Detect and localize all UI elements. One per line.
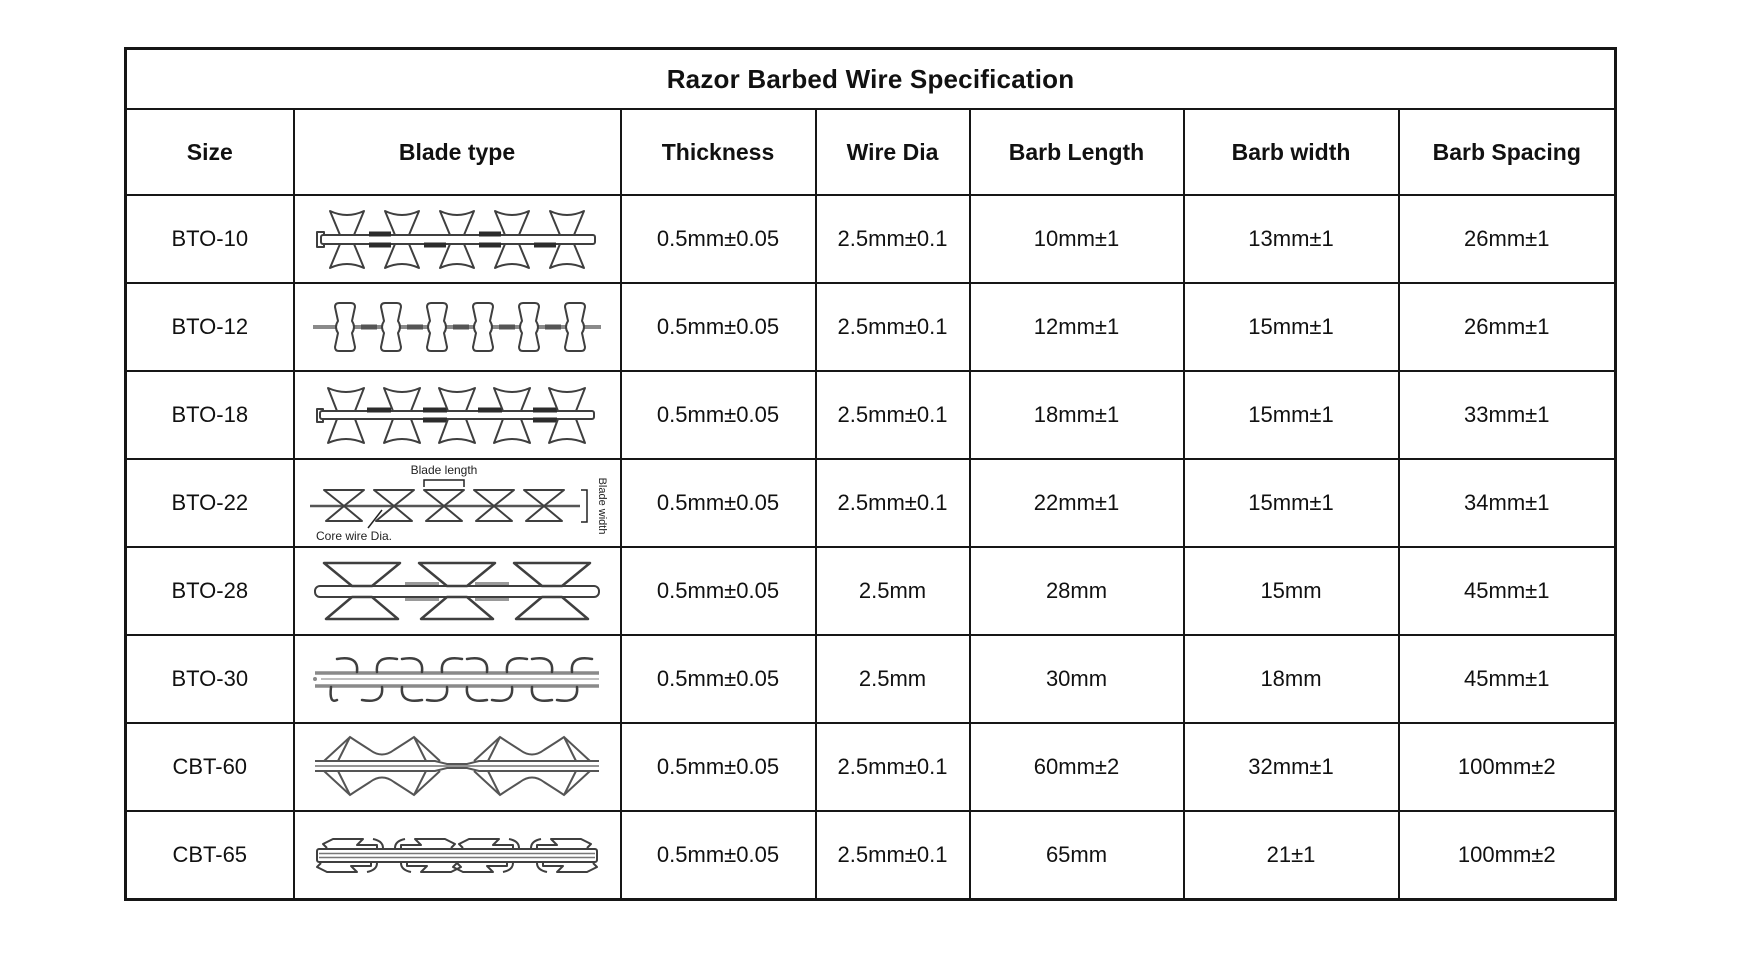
cell-wire-dia: 2.5mm±0.1 [814, 810, 971, 901]
page-title: Razor Barbed Wire Specification [124, 47, 1617, 110]
cell-wire-dia: 2.5mm±0.1 [814, 282, 971, 372]
cell-thickness: 0.5mm±0.05 [619, 546, 817, 636]
bto-10-blade-profile-icon [316, 210, 596, 269]
cell-barb-spacing: 100mm±2 [1397, 722, 1617, 812]
cell-barb-width: 15mm±1 [1182, 370, 1400, 460]
cell-barb-spacing: 34mm±1 [1397, 458, 1617, 548]
cell-blade-type [292, 194, 622, 284]
cell-blade-type [292, 282, 622, 372]
cell-barb-width: 15mm±1 [1182, 282, 1400, 372]
blade-width-label: Blade width [596, 478, 608, 535]
col-header-size: Size [124, 108, 295, 196]
cell-thickness: 0.5mm±0.05 [619, 282, 817, 372]
cell-thickness: 0.5mm±0.05 [619, 810, 817, 901]
cell-size: BTO-30 [124, 634, 295, 724]
cell-thickness: 0.5mm±0.05 [619, 722, 817, 812]
col-header-barb-spacing: Barb Spacing [1397, 108, 1617, 196]
bto-18-blade-profile-icon [316, 387, 595, 444]
cbt-60-blade-profile-icon [315, 735, 599, 797]
table-row: BTO-18 0 [124, 370, 1617, 460]
cell-size: CBT-65 [124, 810, 295, 901]
cell-blade-type [292, 370, 622, 460]
table-row: BTO-28 0.5mm±0.05 2.5mm 28mm 15mm 45mm±1 [124, 546, 1617, 636]
cell-blade-type [292, 722, 622, 812]
bto-22-blade-profile-annotated-icon: Blade length Core wire Dia. Blade width [310, 463, 608, 543]
cell-barb-length: 28mm [968, 546, 1185, 636]
cell-wire-dia: 2.5mm±0.1 [814, 194, 971, 284]
cbt-65-blade-profile-icon [316, 838, 598, 873]
cell-barb-width: 15mm±1 [1182, 458, 1400, 548]
col-header-blade-type: Blade type [292, 108, 622, 196]
cell-size: BTO-12 [124, 282, 295, 372]
cell-barb-spacing: 26mm±1 [1397, 194, 1617, 284]
cell-barb-length: 30mm [968, 634, 1185, 724]
core-wire-dia-label: Core wire Dia. [316, 529, 392, 543]
spec-table: Razor Barbed Wire Specification Size Bla… [124, 47, 1618, 901]
cell-barb-spacing: 26mm±1 [1397, 282, 1617, 372]
table-row: CBT-65 [124, 810, 1617, 901]
cell-barb-width: 13mm±1 [1182, 194, 1400, 284]
cell-size: BTO-10 [124, 194, 295, 284]
cell-size: BTO-28 [124, 546, 295, 636]
bto-12-blade-profile-icon [313, 302, 601, 352]
blade-length-label: Blade length [411, 463, 478, 477]
cell-barb-width: 18mm [1182, 634, 1400, 724]
cell-size: CBT-60 [124, 722, 295, 812]
cell-barb-spacing: 45mm±1 [1397, 634, 1617, 724]
table-row: BTO-10 0 [124, 194, 1617, 284]
cell-barb-length: 10mm±1 [968, 194, 1185, 284]
cell-barb-width: 32mm±1 [1182, 722, 1400, 812]
cell-thickness: 0.5mm±0.05 [619, 458, 817, 548]
cell-wire-dia: 2.5mm [814, 546, 971, 636]
spec-sheet: Razor Barbed Wire Specification Size Bla… [124, 47, 1618, 901]
cell-thickness: 0.5mm±0.05 [619, 634, 817, 724]
table-header-row: Size Blade type Thickness Wire Dia Barb … [124, 108, 1617, 196]
cell-blade-type [292, 546, 622, 636]
cell-barb-length: 18mm±1 [968, 370, 1185, 460]
cell-thickness: 0.5mm±0.05 [619, 370, 817, 460]
cell-barb-length: 22mm±1 [968, 458, 1185, 548]
col-header-barb-length: Barb Length [968, 108, 1185, 196]
table-title-row: Razor Barbed Wire Specification [124, 47, 1617, 110]
cell-blade-type: Blade length Core wire Dia. Blade width [292, 458, 622, 548]
cell-barb-length: 60mm±2 [968, 722, 1185, 812]
cell-size: BTO-22 [124, 458, 295, 548]
cell-barb-spacing: 45mm±1 [1397, 546, 1617, 636]
cell-wire-dia: 2.5mm±0.1 [814, 722, 971, 812]
cell-wire-dia: 2.5mm [814, 634, 971, 724]
cell-barb-width: 15mm [1182, 546, 1400, 636]
col-header-barb-width: Barb width [1182, 108, 1400, 196]
table-row: BTO-12 0.5mm±0.05 2.5mm± [124, 282, 1617, 372]
cell-barb-spacing: 33mm±1 [1397, 370, 1617, 460]
bto-30-blade-profile-icon [313, 657, 599, 702]
cell-barb-length: 12mm±1 [968, 282, 1185, 372]
col-header-wire-dia: Wire Dia [814, 108, 971, 196]
cell-barb-width: 21±1 [1182, 810, 1400, 901]
cell-blade-type [292, 810, 622, 901]
table-row: BTO-22 Blade length Core wire Dia. [124, 458, 1617, 548]
cell-wire-dia: 2.5mm±0.1 [814, 458, 971, 548]
table-row: BTO-30 0.5mm±0.05 2.5mm [124, 634, 1617, 724]
cell-barb-length: 65mm [968, 810, 1185, 901]
bto-28-blade-profile-icon [314, 561, 600, 621]
cell-thickness: 0.5mm±0.05 [619, 194, 817, 284]
cell-blade-type [292, 634, 622, 724]
table-row: CBT-60 0.5mm±0.05 2.5mm±0.1 60mm±2 32mm±… [124, 722, 1617, 812]
col-header-thickness: Thickness [619, 108, 817, 196]
cell-size: BTO-18 [124, 370, 295, 460]
cell-barb-spacing: 100mm±2 [1397, 810, 1617, 901]
cell-wire-dia: 2.5mm±0.1 [814, 370, 971, 460]
